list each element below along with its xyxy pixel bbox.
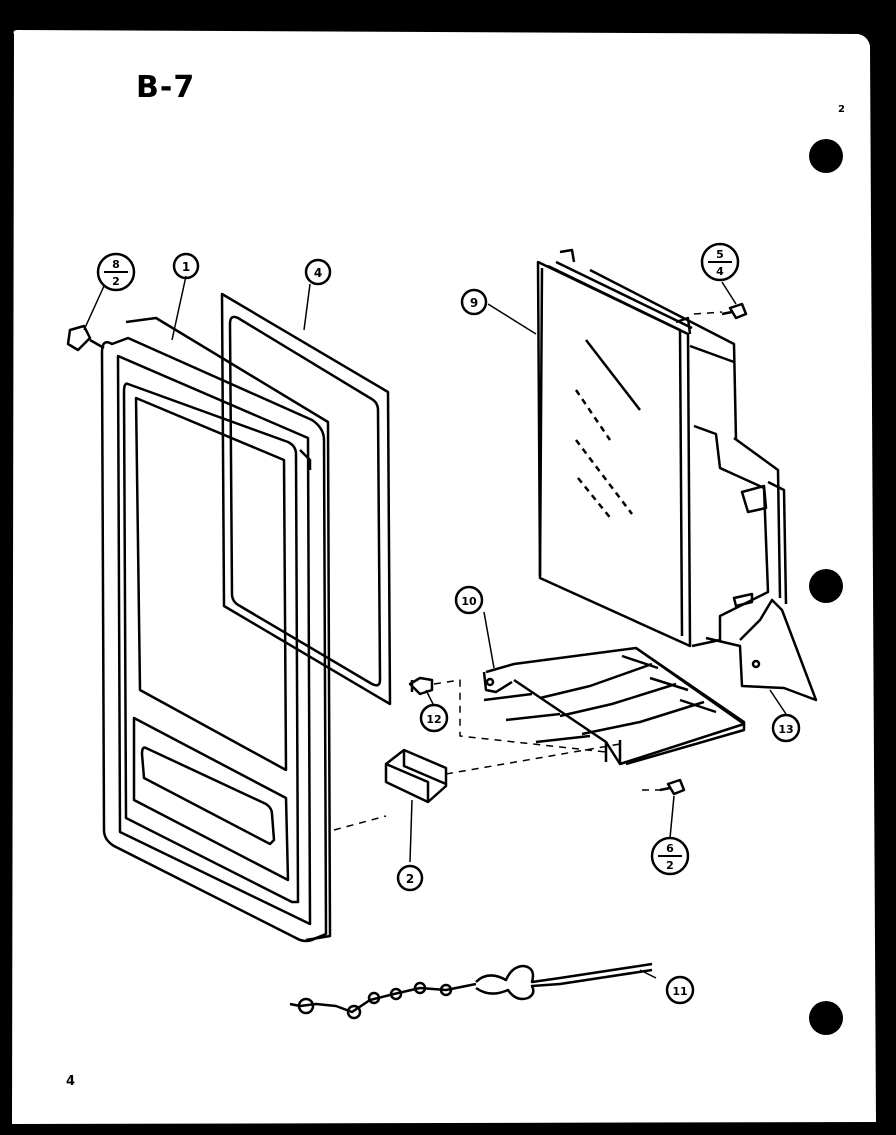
assembly-lines bbox=[333, 311, 723, 831]
binder-hole-bottom bbox=[809, 1001, 843, 1035]
fraction-5-4-top: 5 bbox=[716, 248, 724, 261]
fraction-circle-6-2 bbox=[650, 836, 690, 876]
part-4-gasket-panel bbox=[220, 292, 392, 706]
page-title: B-7 bbox=[136, 70, 196, 105]
callout-circle-1 bbox=[172, 252, 200, 280]
callout-2: 2 bbox=[406, 872, 414, 886]
callout-circle-11 bbox=[665, 975, 695, 1005]
fraction-circle-8-2 bbox=[96, 252, 136, 292]
binder-hole-middle bbox=[809, 569, 843, 603]
fraction-8-2-top: 8 bbox=[112, 258, 120, 271]
callout-4: 4 bbox=[314, 266, 322, 280]
part-5-screw bbox=[721, 302, 748, 320]
callout-13: 13 bbox=[778, 723, 793, 736]
part-9-back-housing bbox=[536, 248, 788, 648]
fraction-6-2-bottom: 2 bbox=[666, 859, 674, 872]
leader-lines bbox=[83, 275, 787, 979]
corner-mark: 2 bbox=[838, 104, 845, 115]
callout-circle-13 bbox=[771, 713, 801, 743]
fraction-circle-5-4 bbox=[700, 242, 740, 282]
callout-9: 9 bbox=[470, 296, 478, 310]
callout-10: 10 bbox=[461, 595, 477, 608]
callout-circle-4 bbox=[304, 258, 332, 286]
page-number: 4 bbox=[66, 1074, 76, 1089]
part-13-bracket bbox=[705, 598, 818, 702]
callout-1: 1 bbox=[182, 260, 190, 274]
callout-12: 12 bbox=[426, 713, 441, 726]
callout-circle-10 bbox=[454, 585, 484, 615]
binder-hole-top bbox=[809, 139, 843, 173]
part-8-screw bbox=[66, 324, 105, 352]
callout-circle-9 bbox=[460, 288, 488, 316]
callout-11: 11 bbox=[672, 985, 687, 998]
part-11-probe-chain bbox=[289, 962, 653, 1020]
fraction-6-2-top: 6 bbox=[666, 842, 674, 855]
fraction-5-4-bottom: 4 bbox=[716, 265, 724, 278]
part-10-slide-tray bbox=[482, 646, 746, 766]
callout-circle-2 bbox=[396, 864, 424, 892]
callout-circle-12 bbox=[419, 703, 449, 733]
part-12-clip bbox=[408, 676, 434, 696]
paper-sheet bbox=[12, 30, 876, 1124]
fraction-8-2-bottom: 2 bbox=[112, 275, 120, 288]
part-2-slider-knob bbox=[384, 748, 448, 804]
